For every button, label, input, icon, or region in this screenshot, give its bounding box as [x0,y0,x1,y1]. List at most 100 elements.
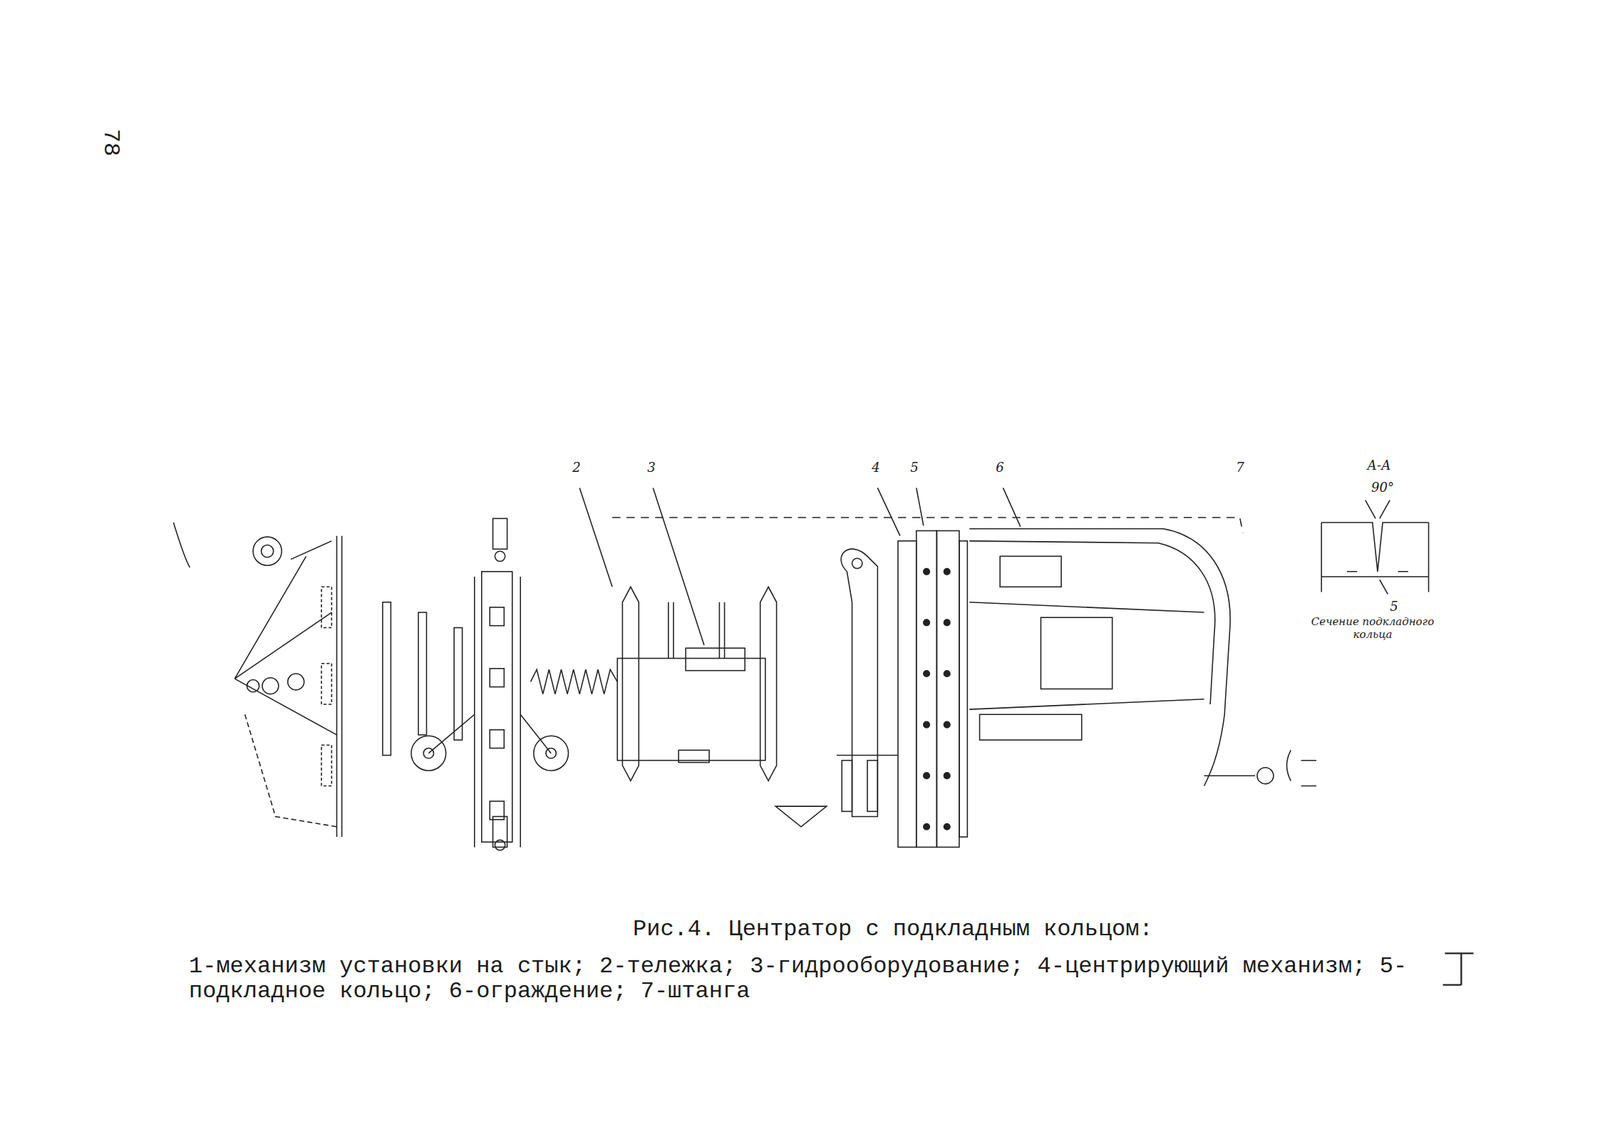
centering-mechanism-part [775,806,827,827]
trolley-part [489,729,504,749]
trolley-part [530,669,618,694]
trolley-part [533,735,569,771]
centering-mechanism-part-part [923,721,931,728]
mounting-mechanism [234,535,342,837]
mounting-mechanism-part [234,555,332,679]
leader-lines-part [579,487,613,587]
trolley-part [519,576,521,847]
centering-mechanism-part-part [943,721,951,728]
section-view-part [1379,579,1388,594]
mounting-mechanism-part [245,714,338,827]
trolley-part [617,658,766,761]
trolley-part [489,668,504,688]
mounting-mechanism-part [321,663,332,705]
trolley-part [418,612,427,735]
centering-mechanism-part [836,754,898,757]
centering-mechanism-part-part [943,619,951,626]
top-dashed-line-part [173,522,190,568]
centering-mechanism-part [867,760,878,812]
guard-part [999,555,1062,587]
mounting-mechanism-part [341,535,343,837]
section-view-part [1321,522,1429,592]
mounting-mechanism-part [321,586,332,628]
centering-mechanism-part [897,540,917,848]
callout-number: 5 [910,459,918,475]
centering-mechanism-part [936,530,959,848]
hydraulic-unit [678,647,745,762]
page-number: 78 [97,128,125,157]
centering-mechanism-part-part [923,823,931,830]
callout-number: 5 [1389,598,1398,614]
section-note: Сечение подкладного кольца [1304,615,1441,641]
centrator-drawing-part [173,487,1474,985]
trolley-part [494,839,505,850]
callout-number: 7 [1235,459,1244,475]
trolley-part [494,550,505,561]
guard-part [969,528,1231,787]
leader-lines-part [1002,487,1020,526]
guard-part [969,540,1216,705]
mounting-mechanism-part [336,535,338,837]
trolley-part [481,571,513,842]
centering-mechanism-part [852,558,863,569]
rod [1204,749,1317,786]
guard [969,528,1231,787]
centering-mechanism-part [840,548,878,817]
mounting-mechanism-part [290,540,332,560]
guard-part [979,714,1082,740]
centering-mechanism-part-part [923,619,931,626]
centering-mechanism-part-part [943,568,951,576]
trolley-part [545,748,556,759]
trolley-part [428,714,551,753]
trolley [382,518,777,850]
bracket-symbol [1443,952,1474,985]
guard-part [1040,617,1112,689]
centering-mechanism-part-part [923,568,931,576]
mounting-mechanism-part [321,744,332,786]
trolley-part [453,627,462,740]
centering-mechanism-part-part [943,670,951,678]
rod-part [1257,767,1274,784]
callout-number: 4 [871,459,880,475]
rod-part [1286,749,1317,786]
leader-lines-part [916,487,924,526]
mounting-mechanism-part [246,679,259,693]
trolley-part [411,735,447,771]
callout-number: 2 [572,459,581,475]
mounting-mechanism-part [287,673,305,690]
trolley-part [489,607,504,626]
mounting-mechanism-part [234,678,337,735]
centering-mechanism [775,530,968,848]
trolley-part [622,586,639,781]
centering-mechanism-part [923,568,951,831]
centering-mechanism-part [841,760,852,812]
trolley-part [668,602,725,659]
centering-mechanism-part-part [943,772,951,779]
section-view [1321,500,1429,595]
trolley-part [382,602,391,756]
mounting-mechanism-part [262,677,279,695]
mounting-mechanism-part [261,545,274,558]
leader-lines [579,487,1021,645]
leader-lines-part [652,487,705,645]
centering-mechanism-part-part [923,772,931,779]
trolley-part [473,576,476,847]
hydraulic-unit-part [685,647,745,670]
section-view-part [1365,500,1390,519]
rod-part [1204,774,1256,777]
centering-mechanism-part-part [943,823,951,830]
centering-mechanism-part [959,540,968,837]
section-view-part [1321,522,1429,572]
section-view-part [1346,570,1409,573]
callout-number: 6 [995,459,1004,475]
callout-number: 3 [647,459,655,475]
centering-mechanism-part [916,530,938,848]
mounting-mechanism-part [253,536,282,566]
figure-caption: Рис.4. Центратор с подкладным кольцом: [632,915,1154,943]
trolley-part [493,518,508,549]
bracket-symbol-part [1443,952,1474,985]
hydraulic-unit-part [678,749,710,762]
angle-dimension: 90° [1371,479,1395,495]
leader-lines-part [877,487,900,536]
section-label: А-А [1366,457,1391,473]
